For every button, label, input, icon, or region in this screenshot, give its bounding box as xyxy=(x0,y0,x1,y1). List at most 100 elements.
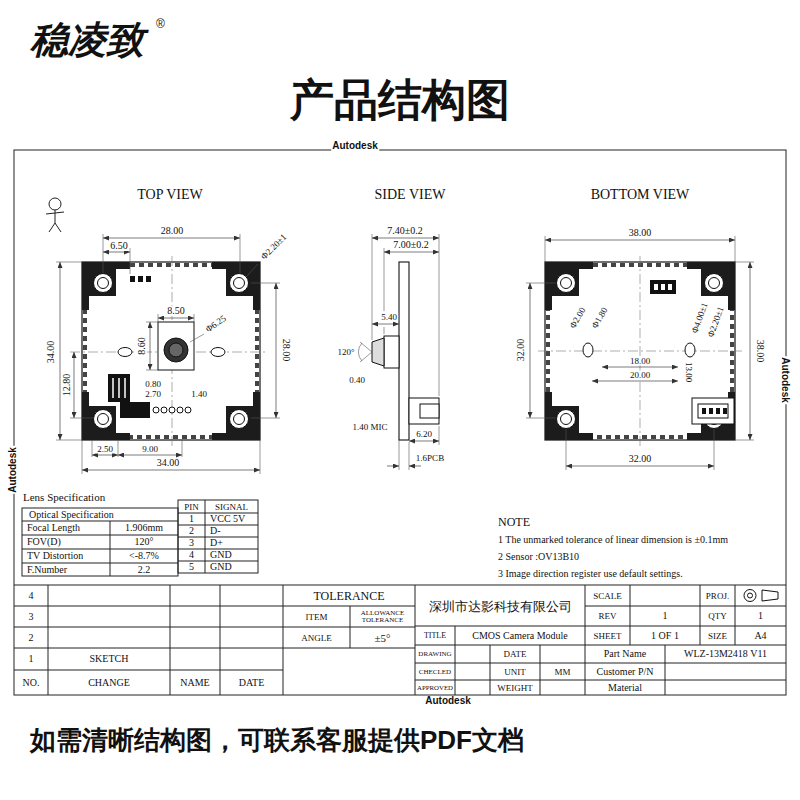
logo-figure xyxy=(46,198,64,232)
table-cell: VCC 5V xyxy=(209,514,246,524)
dimension-label: Φ2.00 xyxy=(568,305,588,331)
dimension-label: 7.40±0.2 xyxy=(386,226,424,236)
table-cell: SCALE xyxy=(592,591,623,600)
table-cell: 2.2 xyxy=(137,565,152,575)
note-text: 2 Sensor :OV13B10 xyxy=(497,552,580,562)
table-cell: 4 xyxy=(188,550,195,560)
table-cell: <-8.7% xyxy=(128,551,160,561)
table-cell: SIGNAL xyxy=(214,502,249,511)
dimension-label: 12.80 xyxy=(62,373,72,398)
table-cell: 2 xyxy=(188,526,195,536)
projection-symbol xyxy=(744,590,778,602)
dimension-label: Φ6.25 xyxy=(203,313,228,334)
table-cell: REV xyxy=(598,612,618,621)
dimension-label: 38.00 xyxy=(755,339,765,364)
table-cell: 1 xyxy=(28,654,35,664)
table-cell: WLZ-13M2418 V11 xyxy=(683,649,768,659)
watermark: Autodesk xyxy=(331,141,379,151)
table-cell: QTY xyxy=(707,612,728,621)
dimension-label: 1.40 xyxy=(190,390,208,399)
table-cell: Optical Specification xyxy=(28,510,115,520)
table-cell: 1 OF 1 xyxy=(650,631,680,641)
table-cell: 5 xyxy=(188,562,195,572)
table-cell: SHEET xyxy=(593,631,623,640)
watermark: Autodesk xyxy=(424,696,472,706)
table-cell: A4 xyxy=(753,631,767,641)
dimension-label: 7.00±0.2 xyxy=(392,240,430,250)
table-cell: 3 xyxy=(188,538,195,548)
table-cell: NO. xyxy=(22,678,41,688)
table-cell: 1 xyxy=(662,611,669,621)
dimension-label: 9.00 xyxy=(141,445,159,454)
dimension-label: 32.00 xyxy=(628,454,653,464)
dimension-label: 20.00 xyxy=(629,371,651,380)
caption-text: 如需清晰结构图，可联系客服提供PDF文档 xyxy=(30,727,524,753)
table-cell: CHECLED xyxy=(418,668,452,675)
note-text: 1 The unmarked tolerance of linear dimen… xyxy=(497,535,729,545)
dimension-label: 1.40 MIC xyxy=(351,423,388,432)
table-cell: SIZE xyxy=(707,631,728,640)
dimension-label: 120° xyxy=(336,348,355,357)
table-cell: 1 xyxy=(188,514,195,524)
dimension-label: 28.00 xyxy=(160,226,185,236)
dimension-label: 18.00 xyxy=(629,357,651,366)
table-cell: 3 xyxy=(28,612,35,622)
dimension-label: 34.00 xyxy=(46,340,56,365)
table-cell: Part Name xyxy=(603,649,648,659)
table-cell: ALLOWANCE TOLERANCE xyxy=(352,609,414,624)
table-cell: 120° xyxy=(134,537,155,547)
table-cell: F.Number xyxy=(26,565,68,575)
top-view xyxy=(56,234,280,474)
table-title: Lens Specification xyxy=(22,492,106,503)
table-cell: PIN xyxy=(183,502,200,511)
table-cell: TV Distortion xyxy=(26,551,84,561)
company-name: 深圳市达影科技有限公司 xyxy=(428,600,573,613)
dimension-label: 28.00 xyxy=(281,338,291,363)
table-cell: CHANGE xyxy=(87,678,131,688)
lens-table xyxy=(22,508,178,576)
dimension-label: 34.00 xyxy=(156,458,181,468)
table-cell: UNIT xyxy=(503,667,527,676)
table-cell: NAME xyxy=(179,678,210,688)
table-cell: CMOS Camera Module xyxy=(471,631,569,641)
dimension-label: 8.60 xyxy=(137,336,147,356)
table-cell: GND xyxy=(209,562,233,572)
watermark: Autodesk xyxy=(8,446,18,494)
dimension-label: 8.50 xyxy=(166,306,186,316)
table-cell: Customer P/N xyxy=(596,667,655,677)
table-cell: SKETCH xyxy=(89,654,130,664)
view-title: TOP VIEW xyxy=(136,188,203,202)
title-block xyxy=(14,585,786,695)
dimension-label: 5.40 xyxy=(380,313,398,322)
dimension-label: Φ1.80 xyxy=(590,305,610,331)
bottom-view xyxy=(526,236,754,470)
table-cell: DATE xyxy=(238,678,266,688)
table-cell: 1.906mm xyxy=(124,523,164,533)
logo-text: 稳凌致 xyxy=(30,21,144,59)
table-cell: DRAWING xyxy=(417,651,452,658)
table-cell: DATE xyxy=(503,650,528,659)
dimension-label: 2.50 xyxy=(96,445,114,454)
table-cell: GND xyxy=(209,550,233,560)
note-text: 3 Image direction register use default s… xyxy=(497,569,684,579)
table-cell: ITEM xyxy=(305,612,329,621)
table-cell: 2 xyxy=(28,633,35,643)
table-cell: 4 xyxy=(28,591,35,601)
registered-mark: ® xyxy=(156,18,165,30)
table-cell: Material xyxy=(607,683,643,693)
table-cell: TITLE xyxy=(423,632,447,640)
watermark: Autodesk xyxy=(780,356,790,404)
table-cell: 1 xyxy=(757,611,764,621)
table-cell: ±5° xyxy=(374,632,392,643)
table-cell: WEIGHT xyxy=(496,683,534,692)
dimension-label: 2.70 xyxy=(144,390,162,399)
page-title: 产品结构图 xyxy=(290,78,510,122)
dimension-label: 0.80 xyxy=(144,380,162,389)
dimension-label: 1.6PCB xyxy=(415,454,445,463)
table-cell: Focal Length xyxy=(26,523,81,533)
table-cell: MM xyxy=(553,667,571,676)
table-cell: ANGLE xyxy=(300,633,333,642)
side-view xyxy=(358,234,439,470)
